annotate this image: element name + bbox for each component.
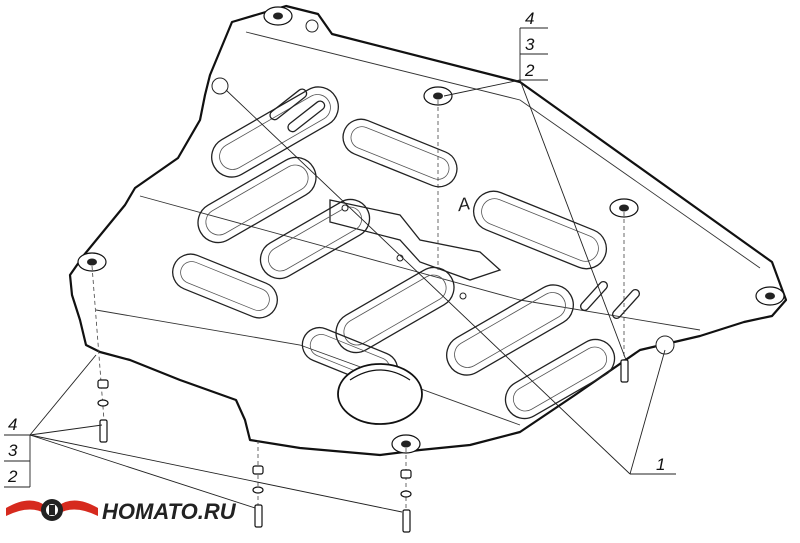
small-holes [211, 19, 675, 355]
callout-4-bottom: 4 [8, 415, 17, 434]
logo-left-wing [6, 500, 46, 516]
callout-stack-bottom-left: 4 3 2 [4, 354, 403, 513]
callout-2-bottom: 2 [7, 467, 18, 486]
fastener-set-left [97, 379, 109, 443]
callout-1: 1 [225, 89, 676, 475]
fastener-set-middle [252, 465, 264, 528]
callout-2-top: 2 [524, 61, 535, 80]
callout-3-bottom: 3 [8, 441, 18, 460]
drain-access-cover [337, 363, 423, 425]
logo-text: HOMATO.RU [102, 499, 237, 524]
fastener-set-rear [620, 359, 629, 383]
mounting-bosses [77, 6, 785, 454]
fastener-set-right [400, 469, 412, 533]
stamped-slots [172, 86, 616, 420]
callout-4-top: 4 [525, 9, 534, 28]
callout-stack-top-right: 4 3 2 [443, 9, 627, 361]
vent-slots [269, 88, 641, 320]
homato-logo: HOMATO.RU [6, 499, 237, 524]
bend-line-top [245, 31, 761, 269]
logo-right-wing [58, 500, 98, 516]
bend-line-lower [95, 309, 521, 426]
skid-plate-outline [68, 4, 788, 457]
plate-mark-letter: A [455, 193, 471, 215]
bend-line-left [139, 195, 701, 331]
callout-1-label: 1 [656, 455, 665, 474]
callout-3-top: 3 [525, 35, 535, 54]
